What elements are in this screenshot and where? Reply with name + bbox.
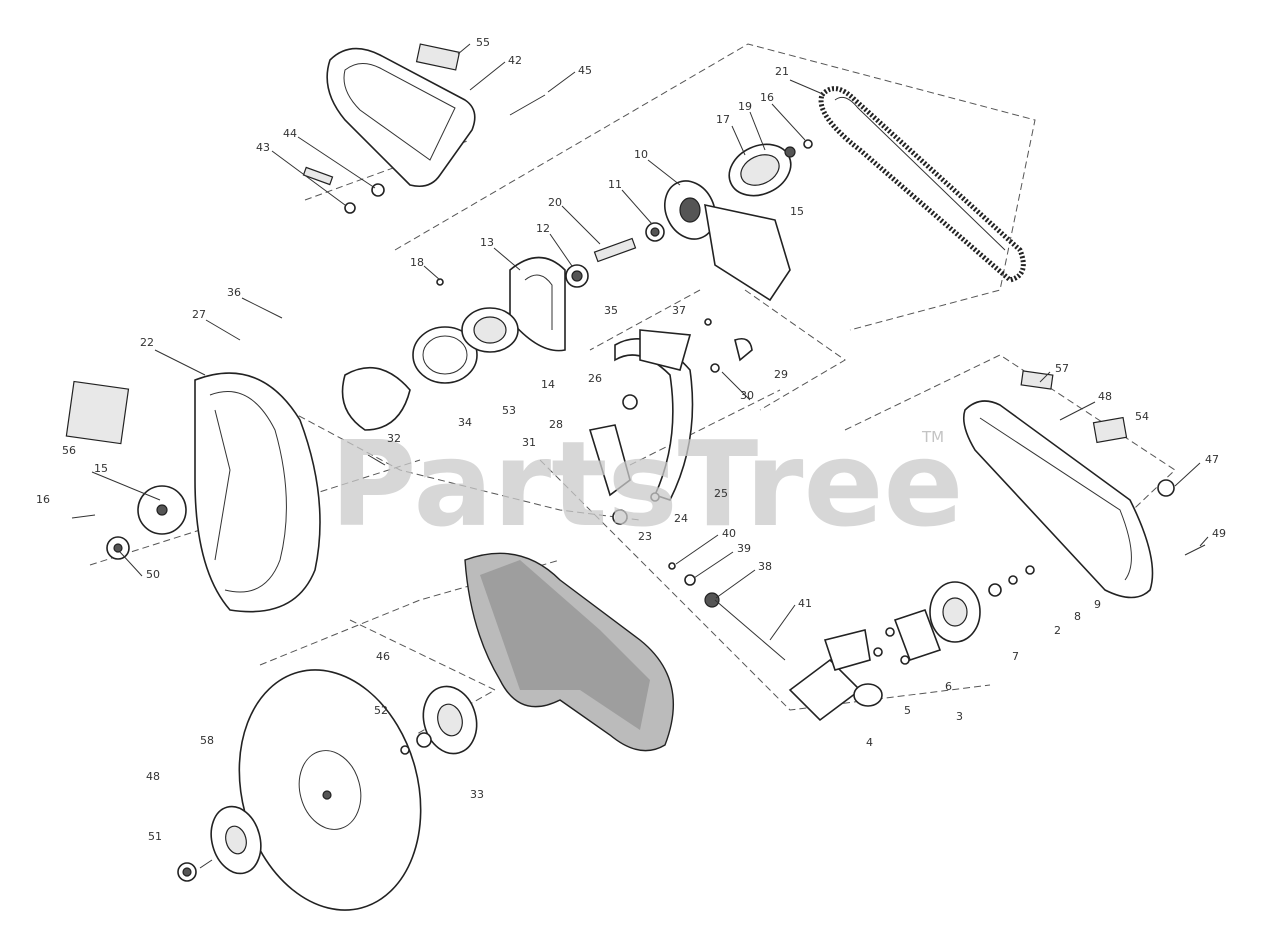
callout-3: 3 bbox=[956, 710, 963, 723]
callout-17: 17 bbox=[716, 113, 730, 126]
callout-15-left: 15 bbox=[94, 462, 108, 475]
callout-47: 47 bbox=[1205, 453, 1219, 466]
callout-22: 22 bbox=[140, 336, 154, 349]
callout-29: 29 bbox=[774, 368, 788, 381]
callout-32: 32 bbox=[387, 432, 401, 445]
callout-58: 58 bbox=[200, 734, 214, 747]
callout-leaders bbox=[91, 43, 1209, 641]
callout-13: 13 bbox=[480, 236, 494, 249]
part-callouts: 55 42 45 44 43 21 16 19 17 10 11 20 15 1… bbox=[36, 36, 1226, 843]
motor-housing bbox=[464, 552, 675, 752]
callout-42: 42 bbox=[508, 54, 522, 67]
callout-37: 37 bbox=[672, 304, 686, 317]
callout-46: 46 bbox=[376, 650, 390, 663]
callout-14: 14 bbox=[541, 378, 555, 391]
callout-50: 50 bbox=[146, 568, 160, 581]
callout-49: 49 bbox=[1212, 527, 1226, 540]
callout-43: 43 bbox=[256, 141, 270, 154]
lower-blade-guard bbox=[65, 372, 321, 613]
callout-39: 39 bbox=[737, 542, 751, 555]
callout-41: 41 bbox=[798, 597, 812, 610]
callout-55: 55 bbox=[476, 36, 490, 49]
pulley-stack bbox=[436, 139, 813, 352]
watermark-text: PartsTree bbox=[330, 415, 964, 553]
callout-25: 25 bbox=[714, 487, 728, 500]
callout-48-right: 48 bbox=[1098, 390, 1112, 403]
callout-38: 38 bbox=[758, 560, 772, 573]
callout-5: 5 bbox=[904, 704, 911, 717]
callout-31: 31 bbox=[522, 436, 536, 449]
callout-53: 53 bbox=[502, 404, 516, 417]
callout-27: 27 bbox=[192, 308, 206, 321]
callout-8: 8 bbox=[1074, 610, 1081, 623]
callout-44: 44 bbox=[283, 127, 297, 140]
callout-28: 28 bbox=[549, 418, 563, 431]
callout-16-top: 16 bbox=[760, 91, 774, 104]
callout-21: 21 bbox=[775, 65, 789, 78]
callout-40: 40 bbox=[722, 527, 736, 540]
callout-48-left: 48 bbox=[146, 770, 160, 783]
callout-2: 2 bbox=[1054, 624, 1061, 637]
saw-blade-assembly bbox=[177, 669, 478, 911]
watermark-trademark: TM bbox=[921, 428, 944, 446]
callout-6: 6 bbox=[945, 680, 952, 693]
callout-18: 18 bbox=[410, 256, 424, 269]
callout-56: 56 bbox=[62, 444, 76, 457]
callout-19: 19 bbox=[738, 100, 752, 113]
callout-45: 45 bbox=[578, 64, 592, 77]
spring-clip bbox=[341, 366, 411, 466]
callout-57: 57 bbox=[1055, 362, 1069, 375]
callout-11: 11 bbox=[608, 178, 622, 191]
arc-guard-linkage bbox=[588, 318, 753, 525]
callout-20: 20 bbox=[548, 196, 562, 209]
callout-36: 36 bbox=[227, 286, 241, 299]
bearing-rings bbox=[412, 307, 519, 384]
callout-34: 34 bbox=[458, 416, 472, 429]
fan-clutch-assembly bbox=[788, 565, 1035, 722]
callout-15: 15 bbox=[790, 205, 804, 218]
callout-30: 30 bbox=[740, 389, 754, 402]
callout-9: 9 bbox=[1094, 598, 1101, 611]
upper-belt-cover bbox=[302, 43, 546, 214]
callout-26: 26 bbox=[588, 372, 602, 385]
callout-33: 33 bbox=[470, 788, 484, 801]
drive-belt bbox=[818, 86, 1026, 283]
callout-54: 54 bbox=[1135, 410, 1149, 423]
callout-35: 35 bbox=[604, 304, 618, 317]
right-belt-cover bbox=[962, 370, 1206, 599]
callout-23: 23 bbox=[638, 530, 652, 543]
callout-4: 4 bbox=[866, 736, 873, 749]
callout-7: 7 bbox=[1012, 650, 1019, 663]
callout-51: 51 bbox=[148, 830, 162, 843]
motor-shaft bbox=[668, 562, 786, 661]
callout-10: 10 bbox=[634, 148, 648, 161]
callout-24: 24 bbox=[674, 512, 688, 525]
callout-12: 12 bbox=[536, 222, 550, 235]
callout-16-left: 16 bbox=[36, 493, 50, 506]
callout-52: 52 bbox=[374, 704, 388, 717]
